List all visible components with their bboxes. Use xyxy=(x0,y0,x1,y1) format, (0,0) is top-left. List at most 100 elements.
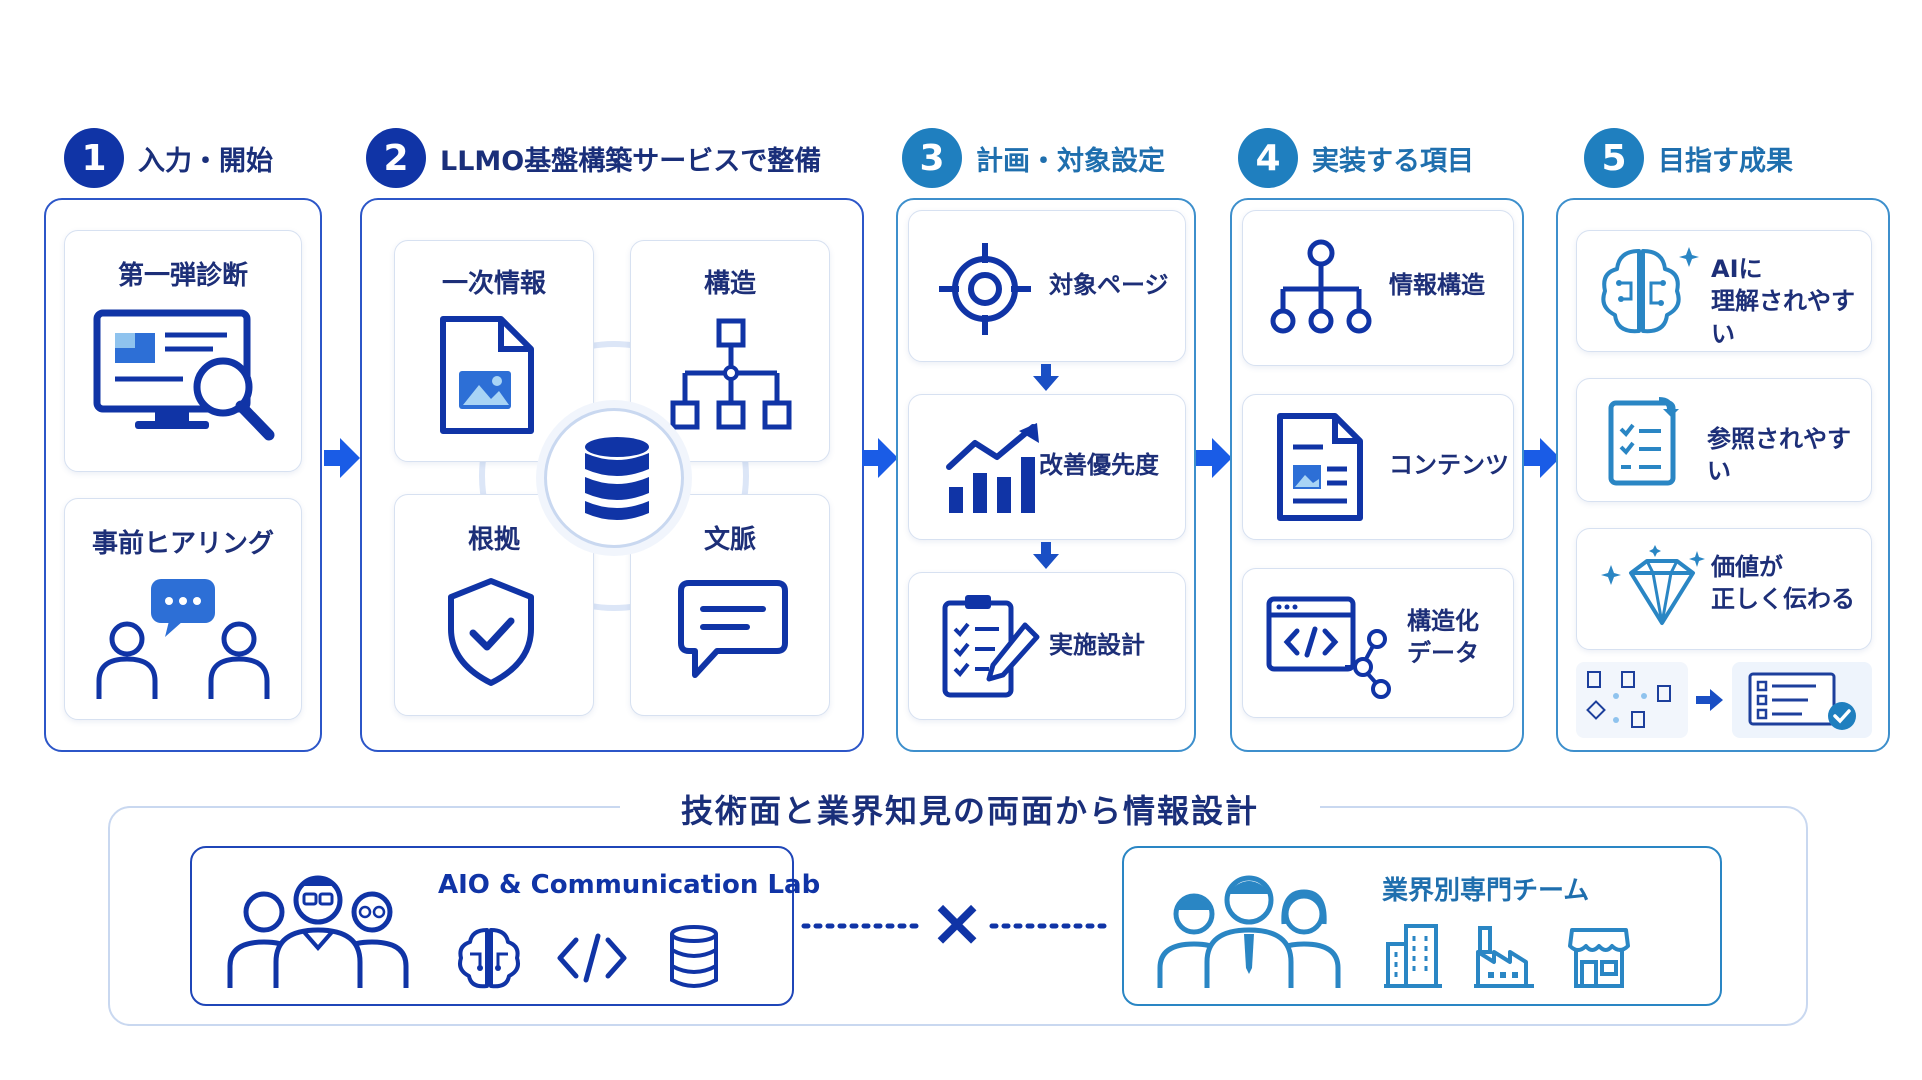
network-tree-icon xyxy=(1270,239,1372,334)
structure-label: 構造 xyxy=(703,269,756,299)
step-number-badge: 2 xyxy=(366,128,426,188)
primary-info-label: 一次情報 xyxy=(441,269,546,299)
step-4-header: 4 実装する項目 xyxy=(1238,128,1474,188)
structured-data-line1: 構造化 xyxy=(1407,607,1479,635)
plan-panel: 対象ページ 改善優先度 実施設計 xyxy=(896,198,1196,752)
hub-ring-decoration xyxy=(479,341,749,611)
content-label: コンテンツ xyxy=(1389,451,1509,479)
growth-chart-icon xyxy=(946,423,1039,513)
info-structure-label: 情報構造 xyxy=(1389,271,1485,299)
info-structure-card: 情報構造 xyxy=(1242,210,1514,366)
code-data-icon xyxy=(1266,596,1391,699)
evidence-card: 根拠 xyxy=(394,494,594,716)
team-people-icon xyxy=(1157,875,1341,988)
evidence-label: 根拠 xyxy=(467,525,520,555)
understood-label: AIに 理解されやすい xyxy=(1711,253,1871,350)
flow-arrow-icon xyxy=(1524,438,1560,478)
step-1-header: 1 入力・開始 xyxy=(64,128,273,188)
office-building-icon xyxy=(1384,924,1442,988)
outcome-panel: AIに 理解されやすい 参照されやすい 価値が 正しく伝わる xyxy=(1556,198,1890,752)
collaboration-connector xyxy=(801,923,1113,929)
scattered-docs-group xyxy=(1576,662,1688,738)
down-arrow-icon xyxy=(1033,364,1059,391)
database-icon xyxy=(670,925,718,988)
step-number-badge: 1 xyxy=(64,128,124,188)
diamond-icon xyxy=(1601,545,1705,625)
value-line2: 正しく伝わる xyxy=(1711,585,1855,614)
step-3-header: 3 計画・対象設定 xyxy=(902,128,1165,188)
target-page-card: 対象ページ xyxy=(908,210,1186,362)
context-label: 文脈 xyxy=(703,525,756,555)
flow-arrow-icon xyxy=(862,438,898,478)
structured-data-card: 構造化 データ xyxy=(1242,568,1514,718)
document-image-icon xyxy=(440,316,534,434)
implementation-panel: 情報構造 コンテンツ 構造 xyxy=(1230,198,1524,752)
checklist-document-icon xyxy=(1608,397,1679,486)
diagnosis-card: 第一弾診断 xyxy=(64,230,302,472)
industry-team-box: 業界別専門チーム xyxy=(1122,846,1722,1006)
priority-card: 改善優先度 xyxy=(908,394,1186,540)
understood-line2: 理解されやすい xyxy=(1711,287,1855,348)
database-icon xyxy=(585,437,649,520)
database-hub xyxy=(544,408,684,548)
input-panel: 第一弾診断 事前ヒアリング xyxy=(44,198,322,752)
step-number-badge: 3 xyxy=(902,128,962,188)
organized-list-group xyxy=(1732,662,1872,738)
monitor-search-icon xyxy=(93,309,275,441)
design-label: 実施設計 xyxy=(1049,631,1145,659)
understood-card: AIに 理解されやすい xyxy=(1576,230,1872,352)
chat-bubble-icon xyxy=(678,580,788,678)
hierarchy-icon xyxy=(670,318,792,430)
transform-arrow-icon xyxy=(1696,689,1723,711)
referenced-label: 参照されやすい xyxy=(1707,425,1851,486)
structure-card: 構造 xyxy=(630,240,830,462)
understood-line1: AIに xyxy=(1711,255,1763,283)
structured-data-label: 構造化 データ xyxy=(1407,605,1479,670)
people-chat-icon xyxy=(96,579,270,699)
step-2-header: 2 LLMO基盤構築サービスで整備 xyxy=(366,128,821,188)
step-title: 計画・対象設定 xyxy=(976,145,1165,177)
priority-label: 改善優先度 xyxy=(1039,451,1159,479)
brain-icon xyxy=(458,928,520,989)
step-title: 実装する項目 xyxy=(1312,145,1474,177)
step-number-badge: 5 xyxy=(1584,128,1644,188)
value-label: 価値が 正しく伝わる xyxy=(1711,551,1855,616)
referenced-card: 参照されやすい xyxy=(1576,378,1872,502)
step-number-badge: 4 xyxy=(1238,128,1298,188)
diagnosis-label: 第一弾診断 xyxy=(117,261,248,291)
design-card: 実施設計 xyxy=(908,572,1186,720)
value-card: 価値が 正しく伝わる xyxy=(1576,528,1872,650)
context-card: 文脈 xyxy=(630,494,830,716)
factory-icon xyxy=(1474,926,1534,988)
scattered-documents-icon xyxy=(1586,671,1671,728)
brain-circuit-icon xyxy=(1601,247,1699,334)
shield-check-icon xyxy=(448,578,534,686)
aio-lab-name: AIO & Communication Lab xyxy=(438,870,821,900)
step-title: 目指す成果 xyxy=(1658,145,1793,177)
content-card: コンテンツ xyxy=(1242,394,1514,540)
document-content-icon xyxy=(1277,413,1363,521)
code-icon xyxy=(557,933,627,983)
value-line1: 価値が xyxy=(1711,553,1783,581)
hearing-card: 事前ヒアリング xyxy=(64,498,302,720)
target-icon xyxy=(939,243,1031,335)
team-people-icon xyxy=(227,875,409,988)
aio-lab-box: AIO & Communication Lab xyxy=(190,846,820,1006)
store-icon xyxy=(1568,928,1630,988)
industry-team-name: 業界別専門チーム xyxy=(1382,876,1590,906)
hearing-label: 事前ヒアリング xyxy=(91,529,274,559)
times-symbol: × xyxy=(929,884,985,961)
target-page-label: 対象ページ xyxy=(1049,271,1169,299)
flow-arrow-icon xyxy=(324,438,360,478)
step-title: 入力・開始 xyxy=(138,145,273,177)
flow-arrow-icon xyxy=(1196,438,1232,478)
primary-info-card: 一次情報 xyxy=(394,240,594,462)
structured-data-line2: データ xyxy=(1407,639,1479,668)
clipboard-checklist-icon xyxy=(942,595,1040,698)
organized-list-check-icon xyxy=(1748,672,1856,730)
collaboration-title: 技術面と業界知見の両面から情報設計 xyxy=(620,786,1320,832)
down-arrow-icon xyxy=(1033,542,1059,569)
step-title: LLMO基盤構築サービスで整備 xyxy=(440,145,822,177)
step-5-header: 5 目指す成果 xyxy=(1584,128,1793,188)
llmo-panel: 一次情報 構造 根拠 文脈 xyxy=(360,198,864,752)
